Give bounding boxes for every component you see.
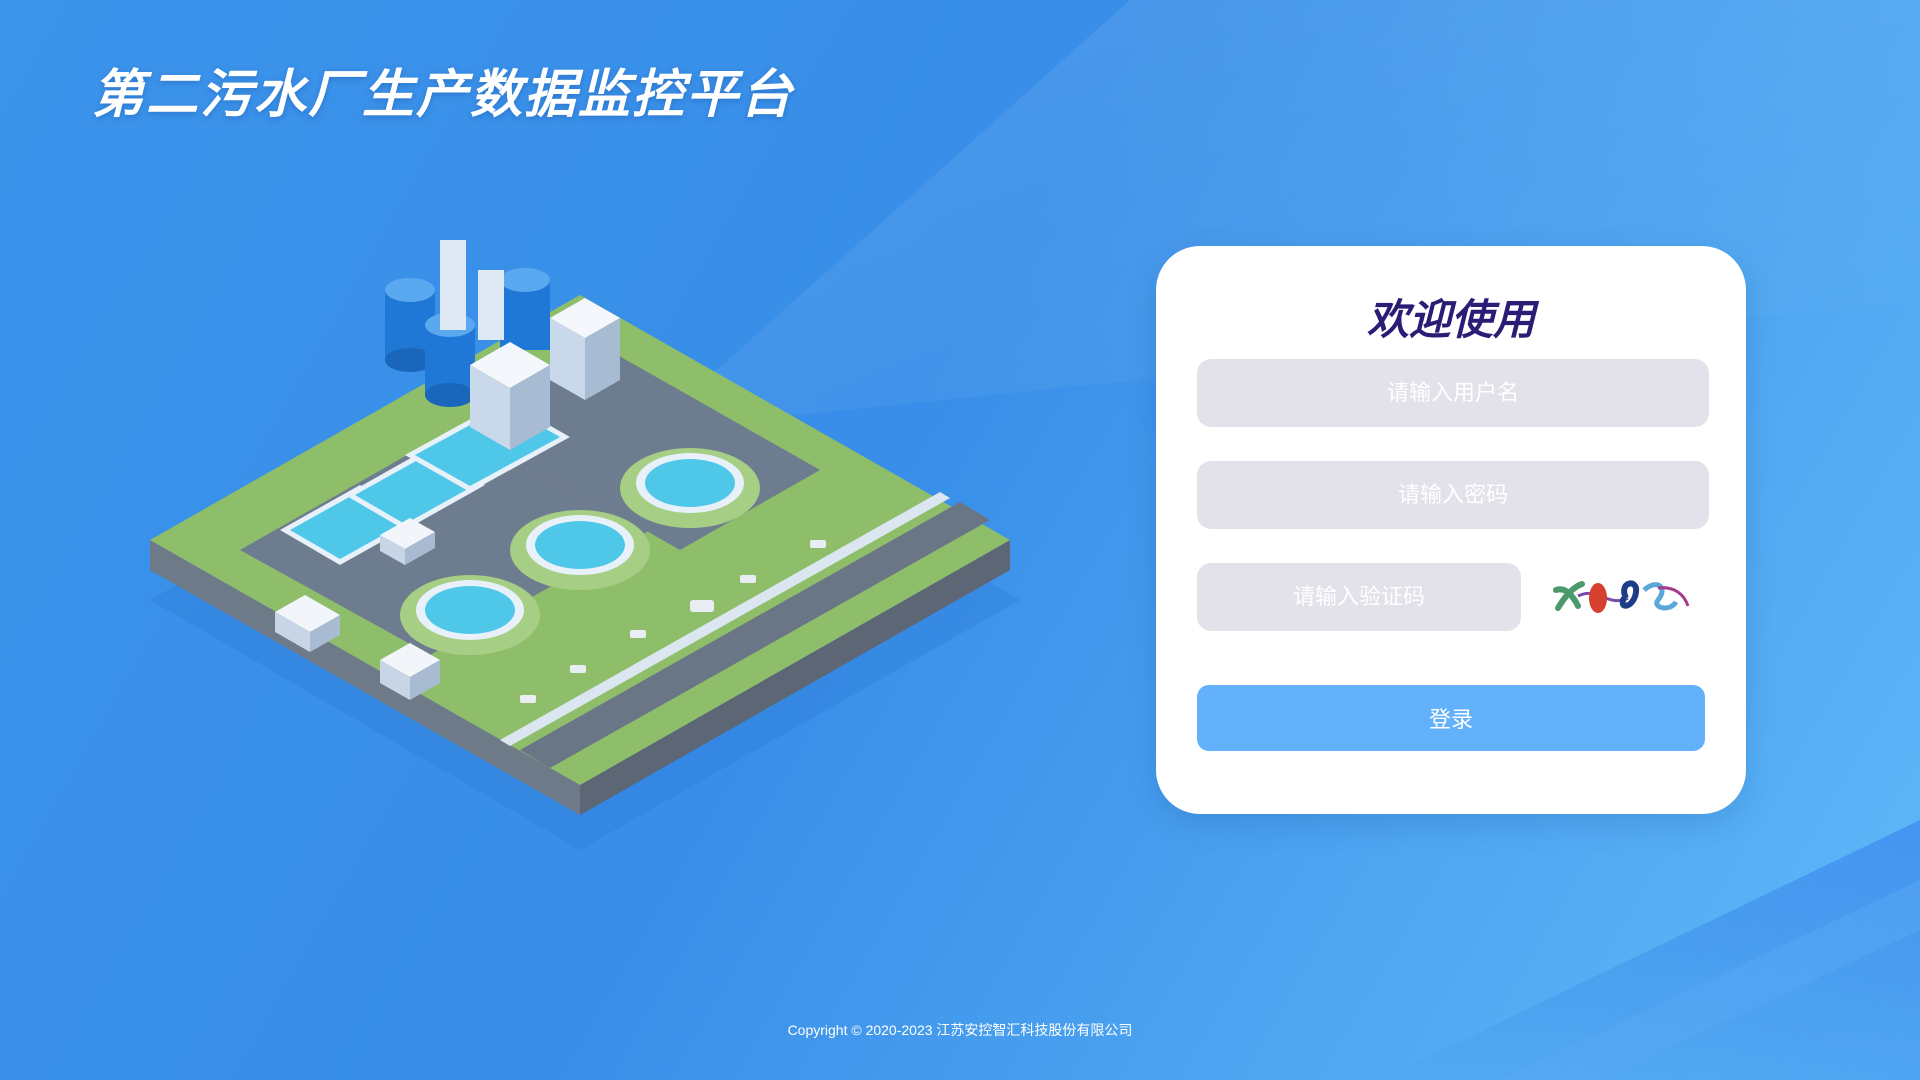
password-input[interactable] bbox=[1197, 461, 1709, 529]
captcha-image[interactable] bbox=[1548, 568, 1698, 624]
captcha-input[interactable] bbox=[1197, 563, 1521, 631]
plant-illustration bbox=[150, 240, 1020, 850]
welcome-heading: 欢迎使用 bbox=[1366, 296, 1535, 343]
copyright-text: Copyright © 2020-2023 江苏安控智汇科技股份有限公司 bbox=[787, 1022, 1133, 1038]
username-input[interactable] bbox=[1197, 359, 1709, 427]
login-card: 欢迎使用 登录 bbox=[1156, 246, 1746, 814]
login-button[interactable]: 登录 bbox=[1197, 685, 1705, 751]
page-title: 第二污水厂生产数据监控平台 bbox=[92, 66, 795, 124]
